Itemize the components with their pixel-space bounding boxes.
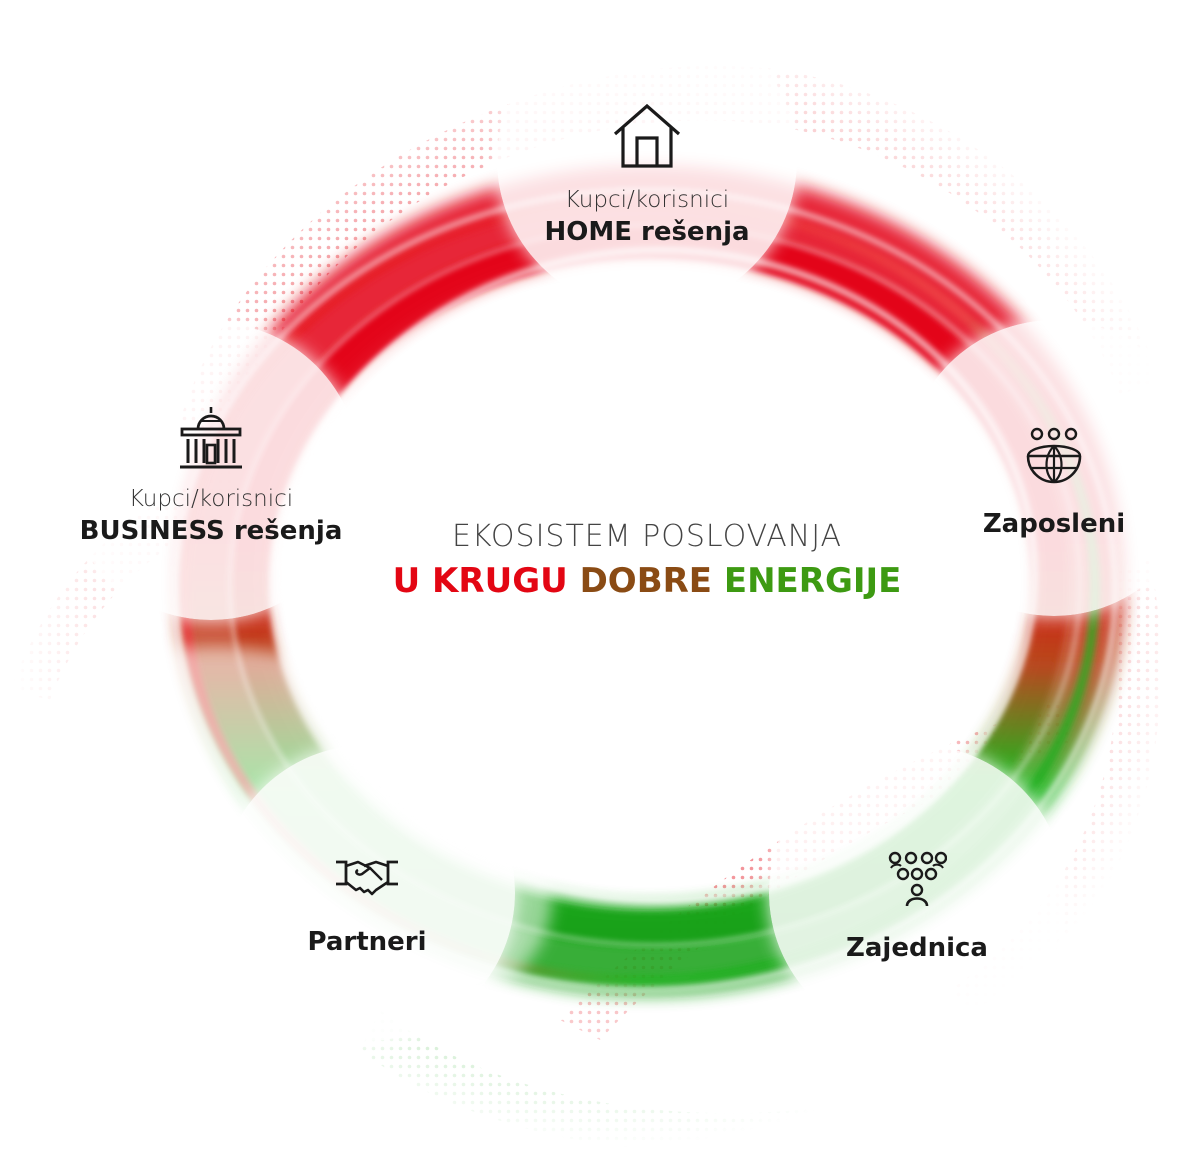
node-business-solutions[interactable]: Kupci/korisnici BUSINESS rešenja [62, 322, 360, 620]
house-icon [609, 102, 685, 175]
handshake-icon [334, 856, 400, 903]
node-community[interactable]: Zajednica [769, 745, 1065, 1041]
building-icon [178, 405, 244, 474]
node-partners[interactable]: Partneri [219, 745, 515, 1041]
node-partners-title: Partneri [307, 926, 427, 957]
node-home-subtitle: Kupci/korisnici [564, 186, 730, 213]
community-people-icon [887, 850, 948, 913]
node-home-title: HOME rešenja [544, 216, 750, 247]
center-heading-line2: U KRUGU DOBRE ENERGIJE [352, 559, 942, 603]
center-heading-word-krugu: U KRUGU [392, 561, 568, 601]
node-employees-title: Zaposleni [982, 508, 1126, 539]
center-heading-line1: EKOSISTEM POSLOVANJA [451, 519, 843, 554]
node-business-title: BUSINESS rešenja [79, 515, 343, 546]
inner-white-area [350, 320, 950, 820]
center-heading-word-dobre: DOBRE [579, 561, 713, 601]
node-employees[interactable]: Zaposleni [906, 320, 1202, 616]
node-community-title: Zajednica [846, 932, 988, 963]
node-home-solutions[interactable]: Kupci/korisnici HOME rešenja [497, 10, 797, 310]
globe-people-icon [1024, 426, 1084, 491]
center-heading: EKOSISTEM POSLOVANJA U KRUGU DOBRE ENERG… [352, 515, 942, 603]
node-business-subtitle: Kupci/korisnici [128, 485, 294, 512]
center-heading-word-energije: ENERGIJE [723, 561, 902, 601]
